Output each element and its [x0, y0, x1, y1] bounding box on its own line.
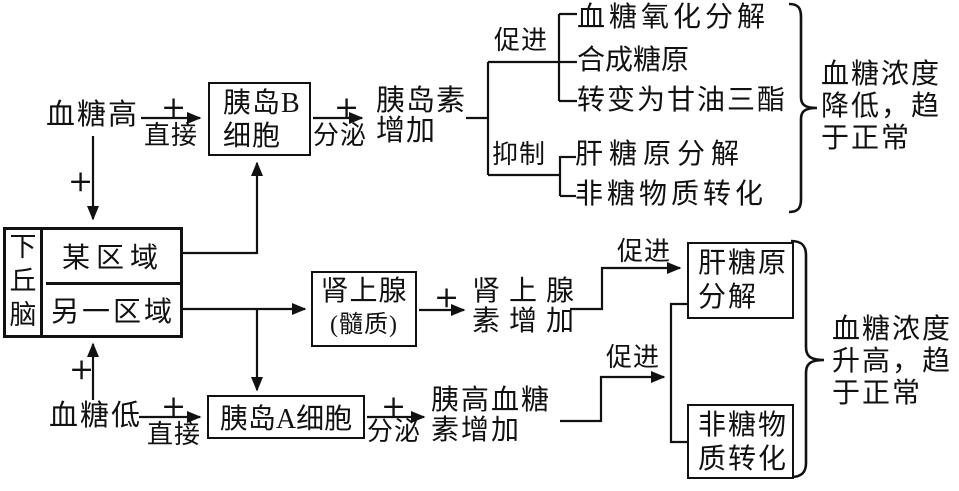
label-promote-top: 促进	[494, 26, 549, 55]
node-adrenaline-increase: 肾上腺 素增加	[472, 276, 584, 337]
connector-effect-boxes	[669, 302, 687, 444]
label-secrete-bottom: 分泌	[367, 417, 422, 446]
label-plus-low-hypo: +	[69, 352, 95, 387]
brace-outcome-lower	[788, 2, 818, 214]
arrow-glucagon-promote	[560, 371, 666, 423]
effect-liver-glycogenolysis: 肝糖原分解	[575, 139, 746, 170]
arrow-adrenaline-promote-liver	[570, 262, 682, 311]
node-glucagon-increase: 胰高血糖 素增加	[431, 385, 552, 446]
label-plus-high-hypo: +	[68, 164, 94, 199]
outcome-lower: 血糖浓度 降低，趋 于正常	[821, 59, 942, 154]
effect-box-liver-glycogenolysis: 肝糖原 分解	[687, 242, 794, 319]
outcome-raise: 血糖浓度 升高，趋 于正常	[832, 314, 953, 409]
node-adrenal-medulla: 肾上腺 (髓质)	[311, 271, 417, 347]
label-secrete-top: 分泌	[313, 121, 368, 150]
node-insulin-increase: 胰岛素 增加	[376, 85, 467, 147]
label-promote-mid: 促进	[617, 237, 672, 266]
hypothalamus-label: 下 丘 脑	[6, 230, 43, 335]
label-plus-low-direct: +	[161, 389, 187, 424]
label-plus-a-secrete: +	[381, 389, 407, 424]
arrow-region-some-to-isletb	[182, 161, 263, 255]
node-region-some: 某区域	[46, 230, 180, 285]
label-plus-high-direct: +	[161, 90, 187, 125]
effect-non-sugar-conversion: 非糖物质转化	[575, 179, 768, 210]
effect-glycogen-synthesis: 合成糖原	[577, 45, 690, 76]
label-direct-bottom: 直接	[147, 420, 202, 449]
effect-to-triglyceride: 转变为甘油三酯	[577, 85, 788, 116]
label-inhibit: 抑制	[492, 140, 547, 169]
node-islet-a-cells: 胰岛A细胞	[207, 395, 365, 439]
node-blood-sugar-low: 血糖低	[49, 400, 143, 432]
effect-box-non-sugar-conversion: 非糖物 质转化	[687, 404, 794, 479]
label-plus-adrenal: +	[434, 280, 460, 315]
brace-outcome-raise	[790, 239, 825, 479]
effect-oxidation: 血糖氧化分解	[577, 2, 770, 33]
label-plus-b-secrete: +	[334, 90, 360, 125]
label-promote-low: 促进	[606, 343, 661, 372]
node-hypothalamus: 下 丘 脑 某区域 另一区域	[3, 227, 183, 338]
node-region-other: 另一区域	[50, 297, 175, 328]
node-islet-b-cells: 胰岛B 细胞	[208, 82, 311, 156]
label-direct-top: 直接	[144, 121, 199, 150]
node-blood-sugar-high: 血糖高	[46, 99, 140, 131]
